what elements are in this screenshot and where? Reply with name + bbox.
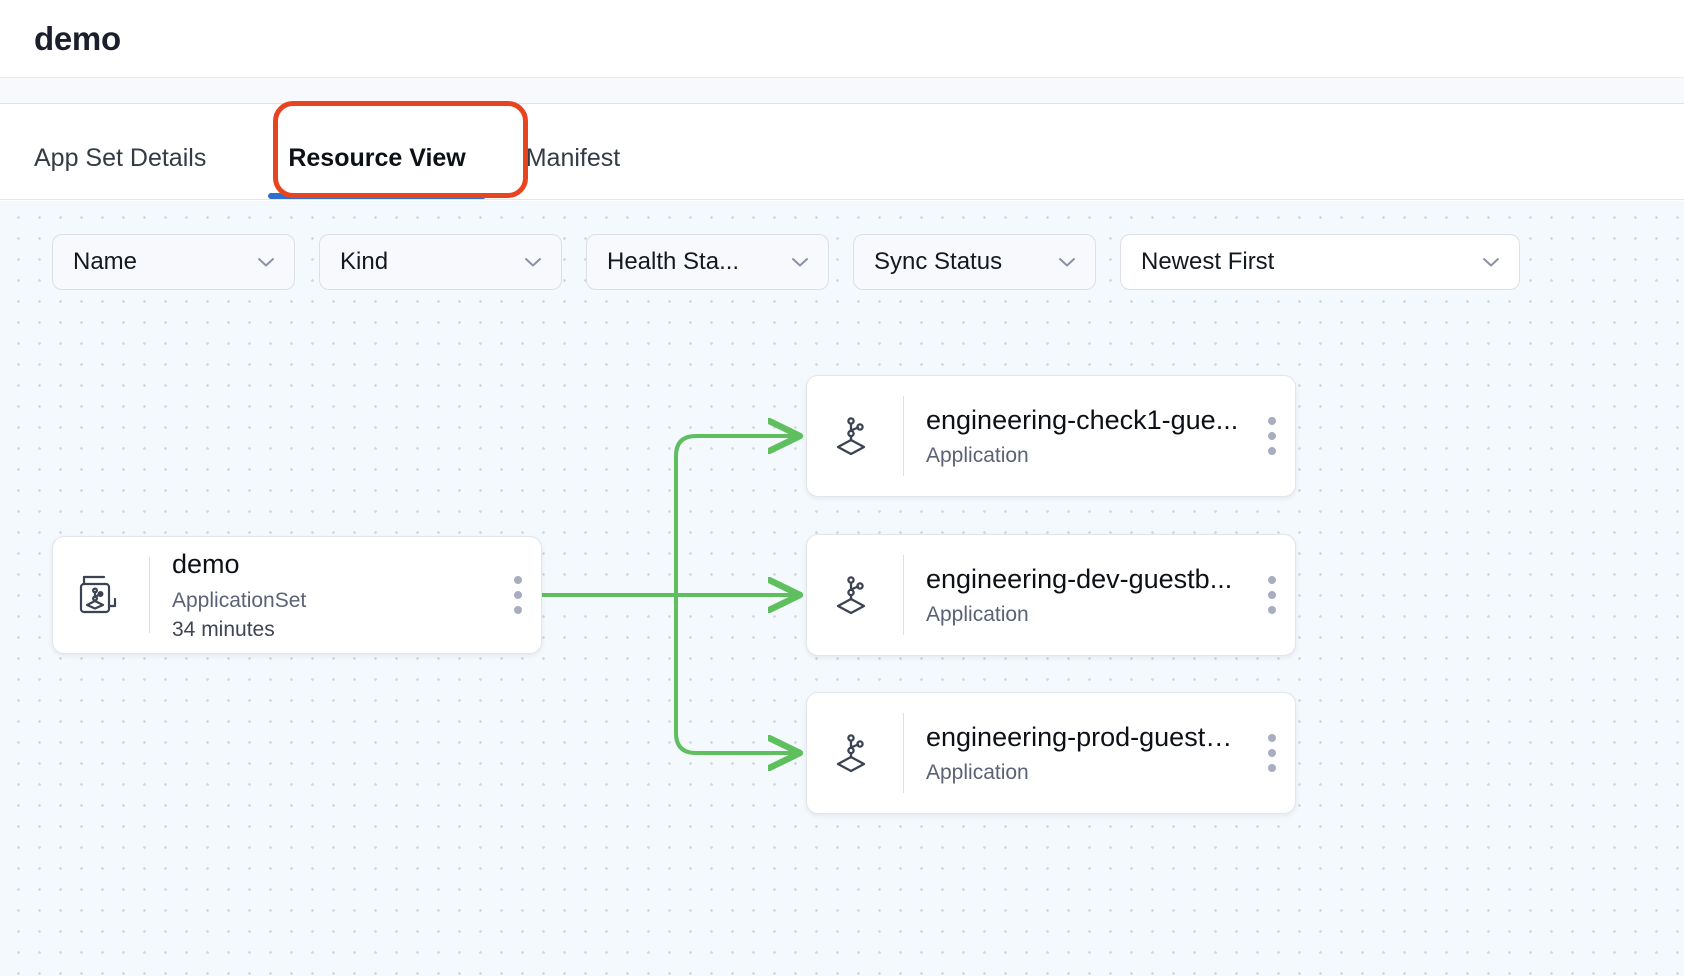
filter-sync-status-label: Sync Status [874, 248, 1003, 275]
kebab-menu-icon[interactable] [1249, 417, 1295, 455]
node-title: engineering-prod-guestb... [926, 721, 1241, 752]
filter-bar: Name Kind Health Sta... Sync Status Newe [52, 234, 1520, 290]
node-content: engineering-check1-gue... Application [904, 404, 1249, 469]
chevron-down-icon [1057, 256, 1077, 268]
chevron-down-icon [256, 256, 276, 268]
resource-graph-canvas[interactable]: Name Kind Health Sta... Sync Status Newe [0, 201, 1684, 976]
node-kind: Application [926, 761, 1029, 785]
kebab-menu-icon[interactable] [1249, 734, 1295, 772]
node-content: engineering-prod-guestb... Application [904, 721, 1249, 786]
kebab-menu-icon[interactable] [1249, 576, 1295, 614]
filter-sync-status-dropdown[interactable]: Sync Status [853, 234, 1096, 290]
applicationset-icon [53, 568, 149, 622]
graph-node-application-1[interactable]: engineering-dev-guestb... Application [806, 534, 1296, 656]
node-divider [149, 557, 150, 633]
node-kind: Application [926, 603, 1029, 627]
graph-node-applicationset[interactable]: demo ApplicationSet 34 minutes [52, 536, 542, 654]
application-icon [807, 569, 903, 621]
node-divider [903, 713, 904, 793]
chevron-down-icon [790, 256, 810, 268]
filter-sort-order-dropdown[interactable]: Newest First [1120, 234, 1520, 290]
graph-node-application-2[interactable]: engineering-prod-guestb... Application [806, 692, 1296, 814]
tab-manifest[interactable]: Manifest [525, 144, 621, 172]
graph-node-application-0[interactable]: engineering-check1-gue... Application [806, 375, 1296, 497]
node-divider [903, 396, 904, 476]
filter-sort-order-label: Newest First [1141, 248, 1275, 275]
kebab-menu-icon[interactable] [495, 576, 541, 614]
node-kind: Application [926, 444, 1029, 468]
node-kind: ApplicationSet [172, 588, 307, 612]
tab-bar: App Set Details Resource View Manifest [0, 104, 1684, 200]
filter-health-status-label: Health Sta... [607, 248, 740, 275]
filter-name-label: Name [73, 248, 138, 275]
page-header: demo [0, 0, 1684, 78]
tab-app-set-details[interactable]: App Set Details [34, 144, 207, 172]
node-title: demo [172, 548, 240, 579]
node-title: engineering-check1-gue... [926, 404, 1239, 435]
application-icon [807, 410, 903, 462]
application-icon [807, 727, 903, 779]
header-strip [0, 78, 1684, 104]
node-content: demo ApplicationSet 34 minutes [150, 548, 495, 642]
filter-name-dropdown[interactable]: Name [52, 234, 295, 290]
node-divider [903, 555, 904, 635]
tab-resource-view[interactable]: Resource View [258, 144, 495, 199]
node-title: engineering-dev-guestb... [926, 563, 1233, 594]
filter-health-status-dropdown[interactable]: Health Sta... [586, 234, 829, 290]
chevron-down-icon [1481, 256, 1501, 268]
node-content: engineering-dev-guestb... Application [904, 563, 1249, 628]
filter-kind-dropdown[interactable]: Kind [319, 234, 562, 290]
node-age: 34 minutes [172, 617, 275, 641]
filter-kind-label: Kind [340, 248, 389, 275]
chevron-down-icon [523, 256, 543, 268]
page-title: demo [34, 19, 121, 57]
